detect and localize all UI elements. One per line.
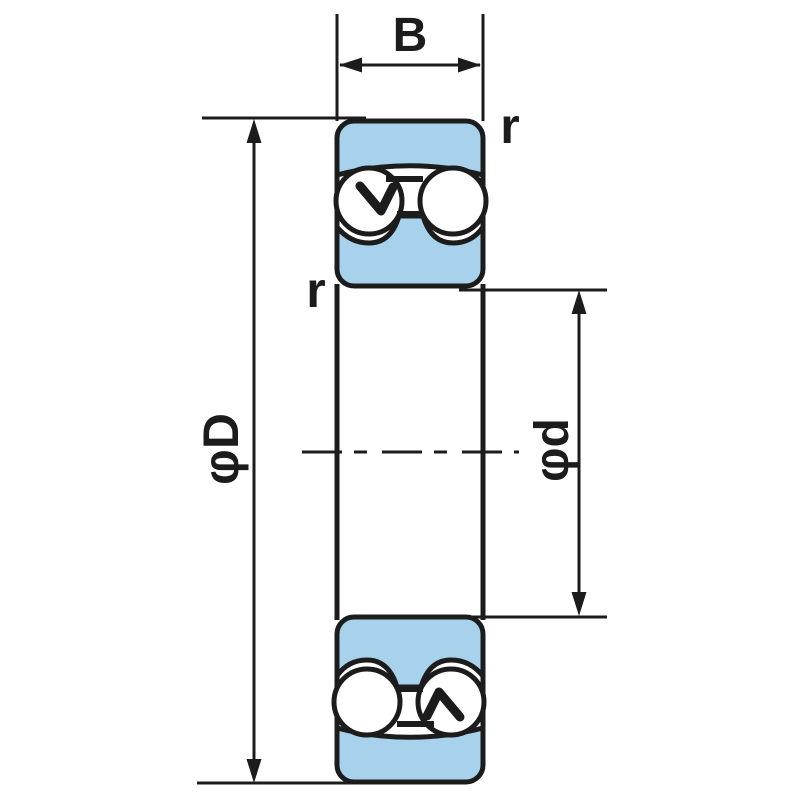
width-label: B xyxy=(393,9,428,62)
bearing-bottom-section xyxy=(334,617,484,782)
b-arrow-right xyxy=(458,57,481,73)
outer-diameter-arrow-top xyxy=(246,119,262,143)
bore-diameter-label: φd xyxy=(526,418,579,482)
outer-diameter-label: φD xyxy=(193,413,249,485)
inner-chamfer-label: r xyxy=(306,262,325,318)
bore-diameter-arrow-top xyxy=(571,290,587,314)
bearing-top-section xyxy=(336,121,486,286)
bore-diameter-arrow-bottom xyxy=(571,592,587,616)
b-arrow-left xyxy=(339,57,362,73)
outer-chamfer-label: r xyxy=(500,98,519,154)
outer-diameter-arrow-bottom xyxy=(246,759,262,783)
